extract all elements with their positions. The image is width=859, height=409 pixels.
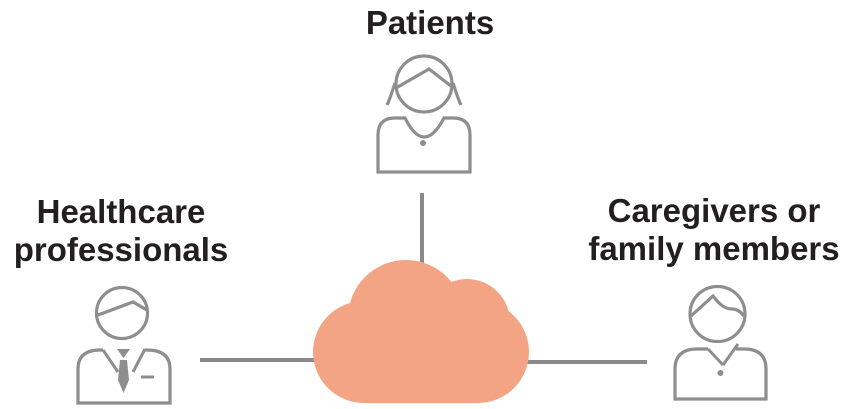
caregiver-button-dot [717,370,724,376]
patient-hair-left-flip [385,82,397,106]
healthcare-label-line1: Healthcare [36,193,206,230]
connector-caregivers-cloud [524,360,647,364]
professional-tie-knot [117,349,130,358]
professional-torso [76,348,172,405]
caregiver-vneck-right [721,343,740,366]
female-patient-icon [376,54,472,174]
healthcare-professionals-label: Healthcare professionals [0,193,242,269]
professional-head [94,285,150,341]
connector-healthcare-cloud [200,358,326,362]
caregiver-icon [673,284,768,401]
caregivers-label: Caregivers or family members [564,192,859,268]
caregivers-label-line1: Caregivers or [607,192,821,229]
caregiver-vneck-left [706,347,725,367]
caregiver-head [688,284,747,344]
cloud-icon [313,260,529,403]
patient-necklace-dot [420,140,426,146]
professional-hair-fringe [97,300,148,317]
patient-hair-right-flip [451,82,463,106]
caregiver-hair-wave [689,293,746,318]
caregiver-torso [673,347,768,401]
professional-collar-left [101,349,120,373]
connector-patients-cloud [420,193,424,265]
patient-hair-fringe [395,67,452,90]
patient-torso [376,116,472,174]
healthcare-label-line2: professionals [13,231,229,268]
professional-collar-right [131,348,147,373]
patients-label: Patients [365,4,495,41]
caregivers-label-line2: family members [588,230,840,267]
professional-tie-body [118,360,129,393]
healthcare-professional-icon [76,285,172,405]
